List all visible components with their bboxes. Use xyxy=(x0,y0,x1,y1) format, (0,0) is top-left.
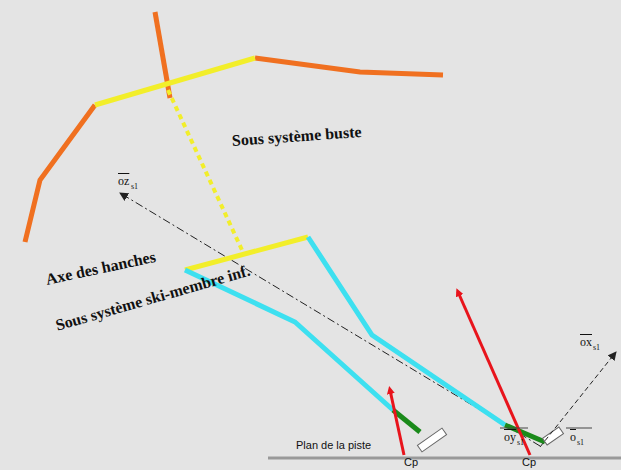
axis-subscript: s1 xyxy=(517,439,524,447)
contact-point-label: Cp xyxy=(522,457,536,468)
plane-label: Plan de la piste xyxy=(296,440,371,451)
axis-subscript: s1 xyxy=(131,183,138,191)
subsystem-label: Sous système buste xyxy=(231,124,362,149)
axis-name: ox xyxy=(580,336,592,348)
axis-subscript: s1 xyxy=(593,344,600,352)
axis-name: oy xyxy=(504,431,516,443)
axis-label: Axe des hanches xyxy=(44,249,157,288)
axis-subscript: s1 xyxy=(577,439,584,447)
contact-point-label: Cp xyxy=(404,457,418,468)
axis-name: o xyxy=(570,431,576,443)
axis-name: oz xyxy=(118,175,129,187)
